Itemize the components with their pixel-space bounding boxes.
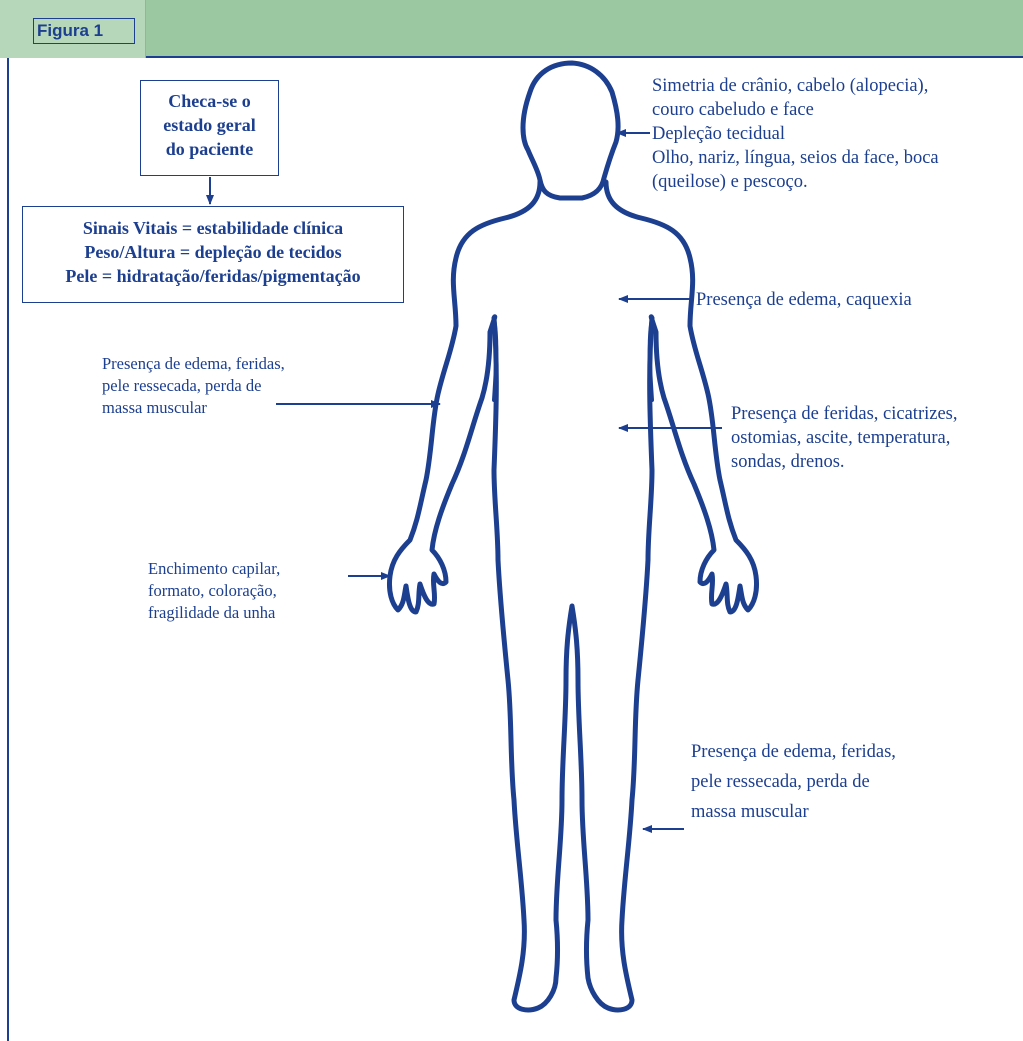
body-head-outline — [523, 63, 618, 198]
abdomen-annotation-line-2: ostomias, ascite, temperatura, — [731, 426, 958, 450]
leg-annotation-line-3: massa muscular — [691, 797, 896, 827]
arm-annotation-line-1: Presença de edema, feridas, — [102, 353, 285, 375]
head-annotation-line-1: Simetria de crânio, cabelo (alopecia), — [652, 74, 939, 98]
abdomen-annotation-line-1: Presença de feridas, cicatrizes, — [731, 402, 958, 426]
head-annotation: Simetria de crânio, cabelo (alopecia), c… — [652, 74, 939, 194]
chest-annotation: Presença de edema, caquexia — [696, 288, 912, 312]
chest-annotation-line-1: Presença de edema, caquexia — [696, 288, 912, 312]
right-inner-arm-outline — [650, 318, 652, 400]
head-annotation-line-5: (queilose) e pescoço. — [652, 170, 939, 194]
hand-annotation-line-1: Enchimento capilar, — [148, 558, 280, 580]
abdomen-annotation: Presença de feridas, cicatrizes, ostomia… — [731, 402, 958, 474]
head-annotation-line-2: couro cabeludo e face — [652, 98, 939, 122]
hand-annotation-line-3: fragilidade da unha — [148, 602, 280, 624]
arm-annotation: Presença de edema, feridas, pele resseca… — [102, 353, 285, 419]
head-annotation-line-3: Depleção tecidual — [652, 122, 939, 146]
leg-annotation-line-1: Presença de edema, feridas, — [691, 737, 896, 767]
leg-annotation-line-2: pele ressecada, perda de — [691, 767, 896, 797]
left-inner-arm-outline — [494, 318, 496, 400]
abdomen-annotation-line-3: sondas, drenos. — [731, 450, 958, 474]
arm-annotation-line-3: massa muscular — [102, 397, 285, 419]
head-annotation-line-4: Olho, nariz, língua, seios da face, boca — [652, 146, 939, 170]
leg-annotation: Presença de edema, feridas, pele resseca… — [691, 737, 896, 827]
arm-annotation-line-2: pele ressecada, perda de — [102, 375, 285, 397]
hand-annotation-line-2: formato, coloração, — [148, 580, 280, 602]
hand-annotation: Enchimento capilar, formato, coloração, … — [148, 558, 280, 624]
